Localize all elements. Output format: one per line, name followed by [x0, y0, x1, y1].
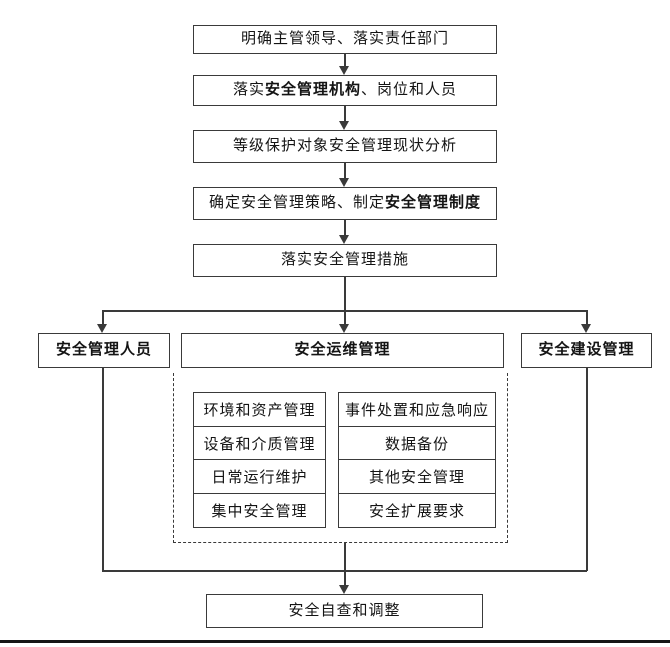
arrowhead-down-icon — [97, 324, 107, 333]
flow-step-2: 落实安全管理机构、岗位和人员 — [193, 75, 497, 106]
arrowhead-down-icon — [339, 66, 349, 75]
arrowhead-down-icon — [339, 235, 349, 244]
branch-left-label: 安全管理人员 — [55, 342, 152, 359]
connector-split-center — [344, 310, 346, 325]
ops-cell-data-backup: 数据备份 — [338, 425, 496, 461]
connector-center-footer — [344, 543, 346, 586]
arrowhead-down-icon — [339, 585, 349, 594]
branch-left-box: 安全管理人员 — [38, 333, 170, 368]
connector-split-right — [586, 310, 588, 325]
connector-right-down — [586, 368, 588, 571]
ops-cell-extension-reqs: 安全扩展要求 — [338, 492, 496, 528]
flow-step-5: 落实安全管理措施 — [193, 244, 497, 277]
flow-step-3-label: 等级保护对象安全管理现状分析 — [232, 138, 457, 155]
bottom-divider — [0, 640, 670, 643]
arrowhead-down-icon — [339, 178, 349, 187]
connector-left-down — [102, 368, 104, 571]
flow-step-5-label: 落实安全管理措施 — [280, 252, 409, 269]
flow-step-4: 确定安全管理策略、制定安全管理制度 — [193, 187, 497, 220]
branch-right-label: 安全建设管理 — [538, 342, 635, 359]
connector-step3-step4 — [344, 163, 346, 180]
branch-center-box: 安全运维管理 — [181, 333, 504, 368]
ops-left-column: 环境和资产管理 设备和介质管理 日常运行维护 集中安全管理 — [193, 392, 326, 528]
connector-step2-step3 — [344, 106, 346, 123]
connector-split-left — [102, 310, 104, 325]
ops-cell-device-media: 设备和介质管理 — [193, 425, 326, 461]
flow-step-1: 明确主管领导、落实责任部门 — [193, 25, 497, 54]
connector-step1-step2 — [344, 54, 346, 68]
flow-step-4-label: 确定安全管理策略、制定安全管理制度 — [208, 195, 482, 212]
footer-label: 安全自查和调整 — [288, 602, 401, 619]
arrowhead-down-icon — [339, 121, 349, 130]
ops-cell-other-security: 其他安全管理 — [338, 459, 496, 494]
ops-cell-incident-response: 事件处置和应急响应 — [338, 392, 496, 427]
branch-right-box: 安全建设管理 — [521, 333, 652, 368]
connector-step5-split — [344, 277, 346, 311]
flow-step-3: 等级保护对象安全管理现状分析 — [193, 130, 497, 163]
ops-right-column: 事件处置和应急响应 数据备份 其他安全管理 安全扩展要求 — [338, 392, 496, 528]
ops-dashed-container — [173, 373, 508, 543]
flow-step-2-label: 落实安全管理机构、岗位和人员 — [232, 82, 458, 99]
arrowhead-down-icon — [339, 324, 349, 333]
arrowhead-down-icon — [581, 324, 591, 333]
ops-cell-environment-asset: 环境和资产管理 — [193, 392, 326, 427]
connector-step4-step5 — [344, 220, 346, 237]
flow-step-1-label: 明确主管领导、落实责任部门 — [240, 31, 449, 48]
branch-center-label: 安全运维管理 — [294, 342, 391, 359]
ops-cell-centralized-sec: 集中安全管理 — [193, 492, 326, 528]
footer-box: 安全自查和调整 — [206, 594, 483, 628]
ops-cell-daily-operation: 日常运行维护 — [193, 459, 326, 494]
